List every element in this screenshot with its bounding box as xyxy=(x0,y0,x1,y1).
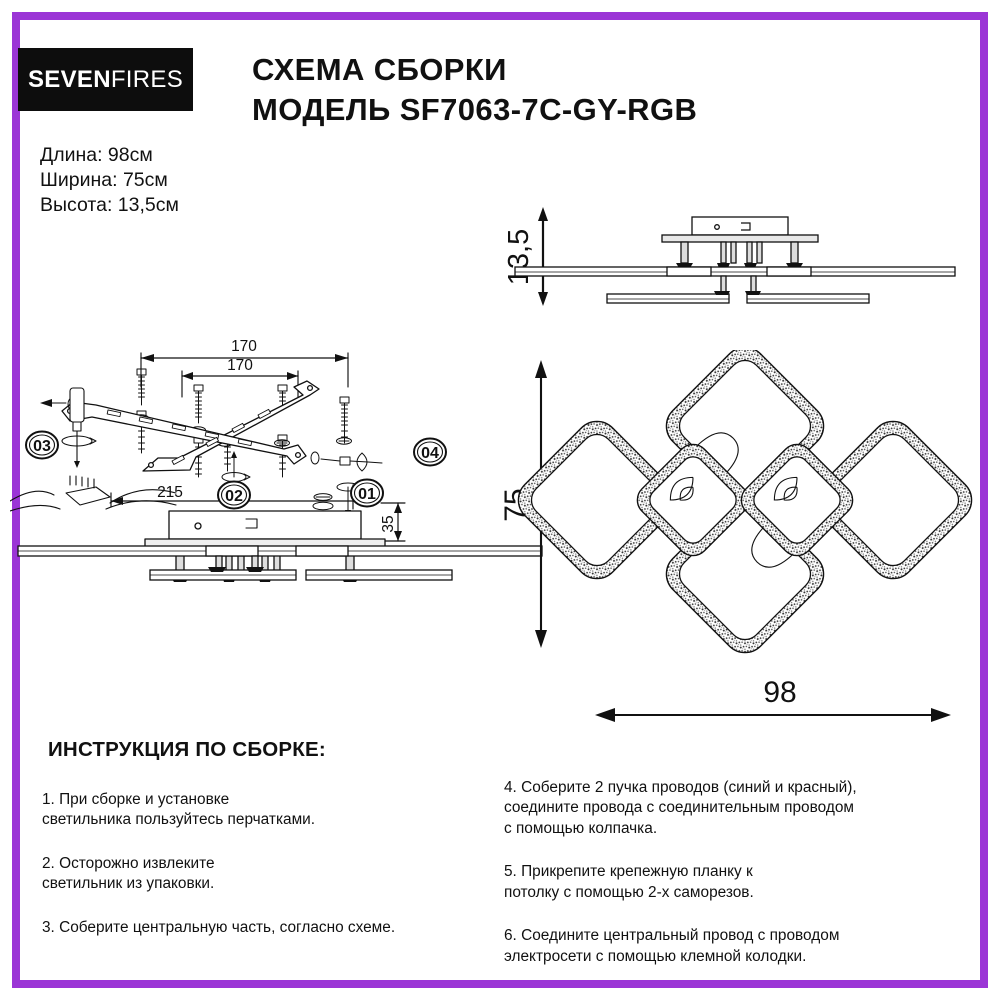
dim-label-base-height: 35 xyxy=(380,515,397,532)
callout-04: 04 xyxy=(413,437,447,467)
panel-center-left xyxy=(636,443,750,557)
top-view-drawing: 75 xyxy=(495,350,985,740)
page-title: СХЕМА СБОРКИ МОДЕЛЬ SF7063-7C-GY-RGB xyxy=(252,50,697,129)
dim-label-base-width: 215 xyxy=(157,484,183,501)
step-5-line-2: потолку с помощью 2-х саморезов. xyxy=(504,883,754,901)
step-6-line-1: 6. Соедините центральный провод с провод… xyxy=(504,927,840,945)
instruction-step-1: 1. При сборке и установке светильника по… xyxy=(42,790,492,831)
instruction-step-6: 6. Соедините центральный провод с провод… xyxy=(504,926,974,967)
instruction-step-5: 5. Прикрепите крепежную планку к потолку… xyxy=(504,862,974,903)
spec-width: Ширина: 75см xyxy=(40,168,168,191)
callout-label-03: 03 xyxy=(33,438,51,455)
dim-label-bracket-outer: 170 xyxy=(231,338,257,355)
spec-list: Длина: 98см Ширина: 75см Высота: 13,5см xyxy=(40,143,179,218)
step-4-line-3: с помощью колпачка. xyxy=(504,819,658,837)
step-2-line-1: 2. Осторожно извлеките xyxy=(42,854,215,872)
step-4-line-1: 4. Соберите 2 пучка проводов (синий и кр… xyxy=(504,779,857,796)
logo-text: SEVENFIRES xyxy=(27,65,184,93)
callout-label-04: 04 xyxy=(421,445,439,462)
step-5-line-1: 5. Прикрепите крепежную планку к xyxy=(504,863,753,881)
step-1-line-1: 1. При сборке и установке xyxy=(42,791,230,808)
instruction-step-4: 4. Соберите 2 пучка проводов (синий и кр… xyxy=(504,778,974,839)
title-line-2: МОДЕЛЬ SF7063-7C-GY-RGB xyxy=(252,91,698,127)
instruction-step-2: 2. Осторожно извлеките светильник из упа… xyxy=(42,854,492,895)
instruction-step-3: 3. Соберите центральную часть, согласно … xyxy=(42,918,492,938)
callout-02: 02 xyxy=(217,480,251,510)
spec-height: Высота: 13,5см xyxy=(40,193,179,216)
step-2-line-2: светильник из упаковки. xyxy=(42,875,215,893)
callout-label-02: 02 xyxy=(225,488,243,505)
panel-right xyxy=(813,420,973,580)
logo-bold-part: SEVEN xyxy=(27,65,111,93)
step-4-line-2: соедините провода с соединительным прово… xyxy=(504,799,854,817)
callout-label-01: 01 xyxy=(358,486,376,503)
step-3-line-1: 3. Соберите центральную часть, согласно … xyxy=(42,918,396,936)
step-1-line-2: светильника пользуйтесь перчатками. xyxy=(42,811,316,829)
spec-length: Длина: 98см xyxy=(40,144,153,166)
dim-label-overall-width: 98 xyxy=(763,676,796,709)
instructions-heading: ИНСТРУКЦИЯ ПО СБОРКЕ: xyxy=(48,738,326,761)
step-6-line-2: электросети с помощью клемной колодки. xyxy=(504,947,807,965)
callout-01: 01 xyxy=(350,478,384,508)
instructions-column-left: 1. При сборке и установке светильника по… xyxy=(42,790,492,938)
side-view-drawing: 13,5 xyxy=(495,195,975,320)
panel-center-right xyxy=(740,443,854,557)
left-view-lamp-bars xyxy=(10,538,550,598)
callout-03: 03 xyxy=(25,430,59,460)
dim-label-height-135: 13,5 xyxy=(503,229,535,285)
instructions-column-right: 4. Соберите 2 пучка проводов (синий и кр… xyxy=(504,778,974,967)
title-line-1: СХЕМА СБОРКИ xyxy=(252,52,507,87)
logo-light-part: FIRES xyxy=(110,65,184,93)
dim-label-bracket-inner: 170 xyxy=(227,357,253,374)
brand-logo: SEVENFIRES xyxy=(18,48,193,111)
panel-left xyxy=(517,420,677,580)
